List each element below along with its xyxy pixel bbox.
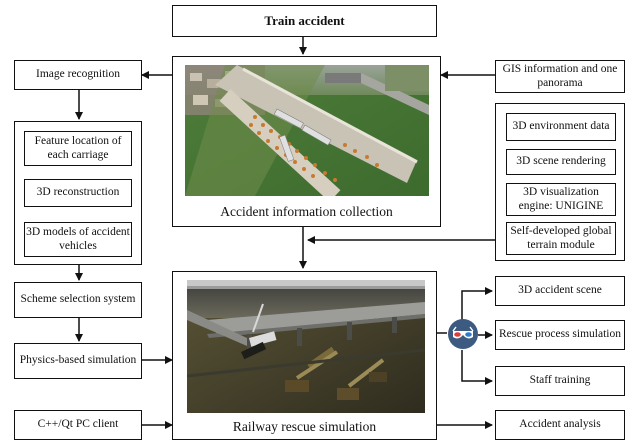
accident-analysis-label: Accident analysis bbox=[519, 418, 601, 431]
3d-models-box: 3D models of accident vehicles bbox=[24, 222, 132, 257]
3d-glasses-icon bbox=[447, 318, 479, 350]
rescue-process-box: Rescue process simulation bbox=[495, 320, 625, 350]
image-recognition-box: Image recognition bbox=[14, 60, 142, 90]
collection-panel: Accident information collection bbox=[172, 56, 441, 227]
scheme-selection-label: Scheme selection system bbox=[20, 293, 136, 306]
accident-analysis-box: Accident analysis bbox=[495, 410, 625, 440]
arrow-to-staff-training bbox=[461, 350, 493, 385]
gis-label: GIS information and one panorama bbox=[502, 62, 618, 89]
3d-rendered-rescue-scene bbox=[187, 280, 425, 413]
visualization-engine-box: 3D visualization engine: UNIGINE bbox=[506, 183, 616, 216]
3d-rendered-rescue-scene-graphic bbox=[187, 280, 425, 413]
scheme-selection-box: Scheme selection system bbox=[14, 282, 142, 318]
3d-glasses-icon-graphic bbox=[448, 319, 478, 349]
3d-reconstruction-box: 3D reconstruction bbox=[24, 179, 132, 207]
3d-accident-scene-label: 3D accident scene bbox=[518, 284, 602, 297]
physics-simulation-box: Physics-based simulation bbox=[14, 343, 142, 379]
simulation-panel: Railway rescue simulation bbox=[172, 271, 437, 440]
3d-accident-scene-box: 3D accident scene bbox=[495, 276, 625, 306]
scene-rendering-box: 3D scene rendering bbox=[506, 149, 616, 175]
aerial-photo-of-train-accident bbox=[185, 65, 429, 196]
arrow-to-3d-scene bbox=[461, 287, 493, 320]
simulation-caption: Railway rescue simulation bbox=[232, 419, 377, 434]
visualization-engine-label: 3D visualization engine: UNIGINE bbox=[518, 185, 604, 212]
train-accident-box: Train accident bbox=[172, 5, 437, 37]
image-recognition-label: Image recognition bbox=[36, 68, 120, 81]
gis-box: GIS information and one panorama bbox=[495, 60, 625, 93]
terrain-module-label: Self-developed global terrain module bbox=[510, 224, 612, 251]
3d-reconstruction-label: 3D reconstruction bbox=[36, 186, 120, 199]
staff-training-box: Staff training bbox=[495, 366, 625, 396]
scene-rendering-label: 3D scene rendering bbox=[516, 155, 606, 168]
aerial-photo-of-train-accident-graphic bbox=[185, 65, 429, 196]
environment-data-box: 3D environment data bbox=[506, 113, 616, 141]
3d-models-label: 3D models of accident vehicles bbox=[26, 225, 130, 252]
train-accident-label: Train accident bbox=[264, 13, 345, 29]
rescue-process-label: Rescue process simulation bbox=[498, 328, 621, 341]
feature-location-label: Feature location of each carriage bbox=[34, 134, 122, 161]
feature-location-box: Feature location of each carriage bbox=[24, 131, 132, 166]
environment-data-label: 3D environment data bbox=[512, 120, 610, 133]
staff-training-label: Staff training bbox=[529, 374, 591, 387]
physics-simulation-label: Physics-based simulation bbox=[19, 354, 137, 367]
client-label: C++/Qt PC client bbox=[37, 418, 119, 431]
collection-caption: Accident information collection bbox=[220, 204, 393, 219]
client-box: C++/Qt PC client bbox=[14, 410, 142, 440]
terrain-module-box: Self-developed global terrain module bbox=[506, 222, 616, 255]
